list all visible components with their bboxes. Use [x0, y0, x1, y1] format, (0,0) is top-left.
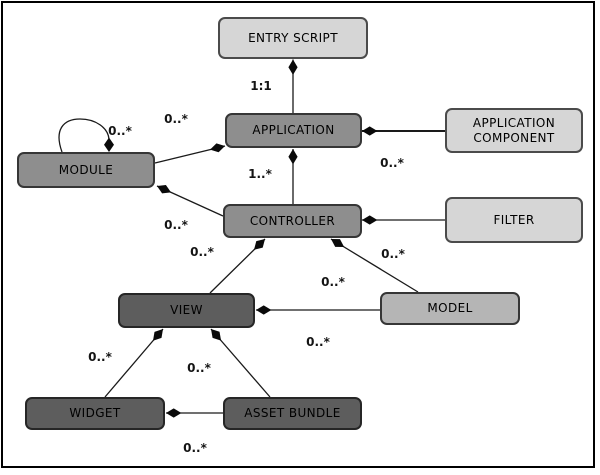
multiplicity-module-controller: 0..* [164, 218, 188, 232]
class-box-filter-label: FILTER [493, 212, 535, 227]
image-border [1, 1, 595, 468]
class-box-view-label: VIEW [170, 303, 203, 317]
class-box-entry-script-label: ENTRY SCRIPT [248, 30, 338, 45]
multiplicity-module-self: 0..* [108, 124, 132, 138]
edge-view-widget [104, 328, 164, 398]
class-box-widget: WIDGET [25, 397, 165, 430]
edge-controller-model [330, 238, 419, 293]
multiplicity-view-widget: 0..* [88, 350, 112, 364]
class-box-module-label: MODULE [58, 162, 114, 177]
multiplicity-application-controller: 1..* [248, 167, 272, 181]
class-box-asset-bundle-label: ASSET BUNDLE [244, 406, 341, 420]
edge-module-self-loop [58, 118, 110, 153]
class-box-model-label: MODEL [427, 301, 473, 315]
multiplicity-controller-view: 0..* [190, 245, 214, 259]
edge-module-controller [156, 184, 224, 217]
class-box-application-component: APPLICATION COMPONENT [445, 108, 583, 153]
class-box-filter: FILTER [445, 197, 583, 243]
class-box-controller-label: CONTROLLER [249, 213, 336, 228]
edge-module-self-loop-diamond [104, 137, 114, 152]
class-box-asset-bundle: ASSET BUNDLE [223, 397, 362, 430]
class-box-module: MODULE [17, 152, 155, 188]
class-box-application-component-label: APPLICATION COMPONENT [472, 115, 556, 145]
class-box-controller: CONTROLLER [223, 204, 362, 238]
multiplicity-view-asset-bundle: 0..* [187, 361, 211, 375]
class-box-model: MODEL [380, 292, 520, 325]
multiplicity-module-application: 0..* [164, 112, 188, 126]
class-box-application-label: APPLICATION [252, 123, 335, 137]
edge-application-module [154, 143, 226, 164]
multiplicity-widget-asset-bundle: 0..* [183, 441, 207, 455]
multiplicity-entry-script-application: 1:1 [250, 79, 272, 93]
multiplicity-view-model-lower: 0..* [306, 335, 330, 349]
multiplicity-application-component: 0..* [380, 156, 404, 170]
multiplicity-controller-model: 0..* [381, 247, 405, 261]
multiplicity-view-model-upper: 0..* [321, 275, 345, 289]
class-box-widget-label: WIDGET [69, 406, 121, 420]
class-box-entry-script: ENTRY SCRIPT [218, 17, 368, 59]
class-box-view: VIEW [118, 293, 255, 328]
edge-controller-view [209, 238, 266, 294]
class-box-application: APPLICATION [225, 113, 362, 148]
edge-view-asset-bundle [210, 328, 271, 398]
